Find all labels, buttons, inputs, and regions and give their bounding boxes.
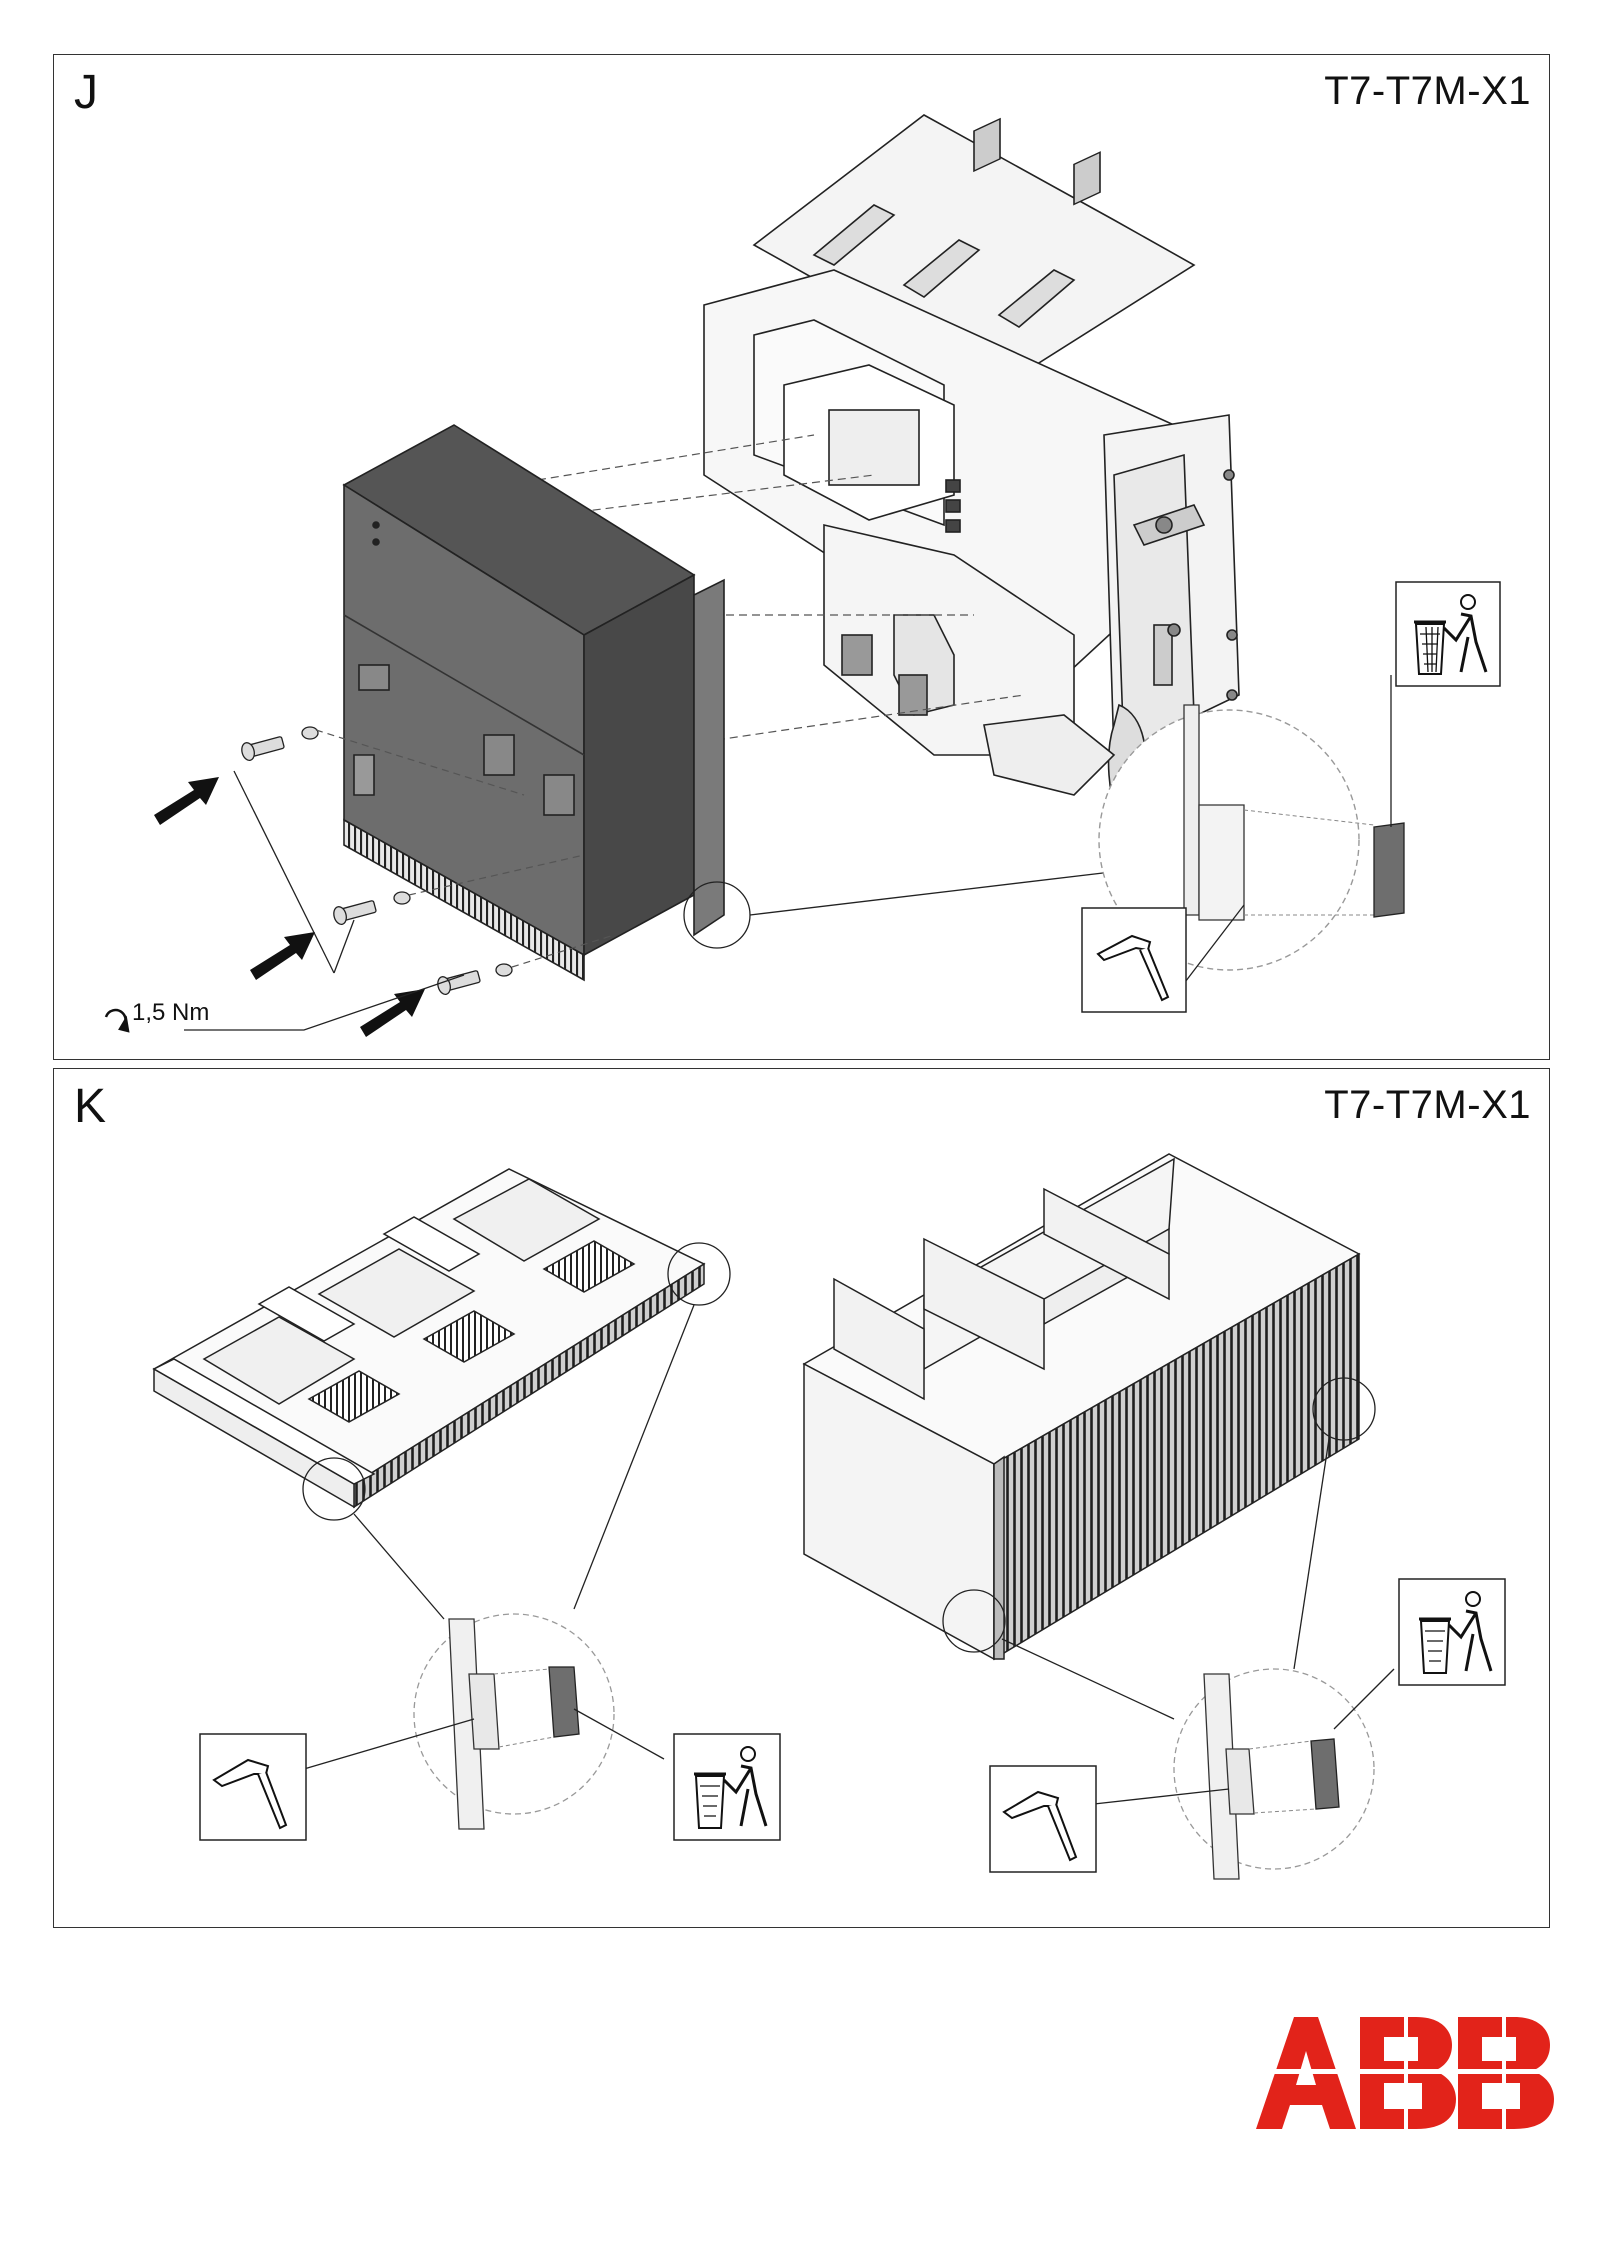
detail-marker xyxy=(667,1242,731,1306)
detail-view-right xyxy=(1173,1668,1375,1880)
detail-marker xyxy=(302,1457,366,1521)
arrow-icons xyxy=(154,777,425,1037)
detail-marker xyxy=(1312,1377,1376,1441)
torque-leader xyxy=(184,770,465,1031)
panel-k-illustration xyxy=(152,1153,1506,1880)
hammer-icon xyxy=(1081,907,1187,1013)
hammer-icon xyxy=(199,1733,307,1841)
panel-j-letter: J xyxy=(74,66,98,119)
arrow-icon xyxy=(154,777,219,825)
circuit-breaker-body xyxy=(703,114,1240,827)
torque-wrench-icon xyxy=(104,1008,130,1033)
arc-chute-box-right xyxy=(802,1153,1361,1661)
panel-j: J T7-T7M-X1 xyxy=(53,54,1550,1060)
detail-view-left xyxy=(413,1613,615,1830)
arc-chute-cover-left xyxy=(152,1168,706,1509)
screws xyxy=(241,726,513,995)
arrow-icon xyxy=(360,989,425,1037)
panel-k-model: T7-T7M-X1 xyxy=(1324,1083,1531,1127)
panel-k: K T7-T7M-X1 xyxy=(53,1068,1550,1928)
waste-bin-icon xyxy=(673,1733,781,1841)
waste-bin-icon xyxy=(1398,1578,1506,1686)
waste-bin-icon xyxy=(1395,581,1501,687)
abb-logo xyxy=(1256,2017,1556,2137)
torque-value: 1,5 Nm xyxy=(132,999,210,1026)
arrow-icon xyxy=(250,932,315,980)
abb-logo-graphic xyxy=(1256,2017,1556,2129)
panel-j-illustration xyxy=(104,114,1501,1037)
front-cover xyxy=(342,424,725,982)
panel-j-model: T7-T7M-X1 xyxy=(1324,69,1531,113)
detail-view xyxy=(1098,704,1405,971)
panel-k-letter: K xyxy=(74,1080,107,1133)
detail-marker xyxy=(942,1589,1006,1653)
hammer-icon xyxy=(989,1765,1097,1873)
